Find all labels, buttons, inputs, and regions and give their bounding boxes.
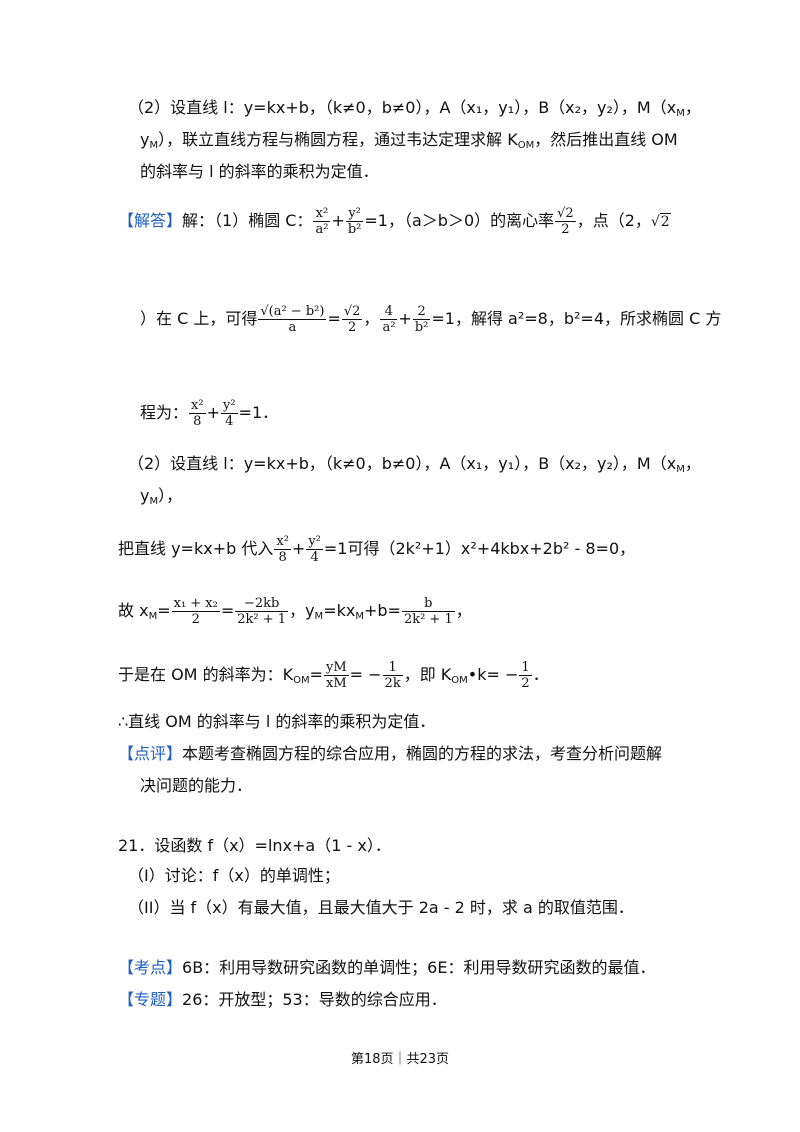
analysis-line-2: yM），联立直线方程与椭圆方程，通过韦达定理求解 KOM，然后推出直线 OM (140, 130, 678, 151)
analysis-line-1: （2）设直线 l：y=kx+b，（k≠0，b≠0），A（x₁，y₁），B（x₂，… (128, 98, 701, 119)
comment-line-1: 【点评】本题考查椭圆方程的综合应用，椭圆的方程的求法，考查分析问题解 (118, 744, 663, 763)
kaodian-tag: 【考点】 (118, 958, 183, 977)
comment-tag: 【点评】 (118, 744, 183, 763)
question-21-title: 21．设函数 f（x）=lnx+a（1 - x）． (118, 836, 391, 855)
comment-line-2: 决问题的能力． (140, 776, 253, 795)
answer-conclusion: ∴直线 OM 的斜率与 l 的斜率的乘积为定值． (118, 712, 436, 731)
answer-tag: 【解答】 (118, 211, 183, 230)
question-21-part-ii: （II）当 f（x）有最大值，且最大值大于 2a - 2 时，求 a 的取值范围… (128, 898, 634, 917)
kaodian-line: 【考点】6B：利用导数研究函数的单调性；6E：利用导数研究函数的最值． (118, 958, 656, 977)
answer-para-5: yM）， (140, 486, 183, 507)
page-footer: 第18页｜共23页 (350, 1052, 450, 1067)
zhuanti-line: 【专题】26：开放型；53：导数的综合应用． (118, 990, 447, 1009)
analysis-line-3: 的斜率与 l 的斜率的乘积为定值． (140, 162, 379, 181)
zhuanti-tag: 【专题】 (118, 990, 183, 1009)
answer-para-4: （2）设直线 l：y=kx+b，（k≠0，b≠0），A（x₁，y₁），B（x₂，… (128, 454, 701, 475)
sqrt-expression: √2 (650, 213, 671, 230)
question-21-part-i: （I）讨论：f（x）的单调性； (128, 866, 340, 885)
fraction: √(a² − b²)a (258, 304, 327, 335)
